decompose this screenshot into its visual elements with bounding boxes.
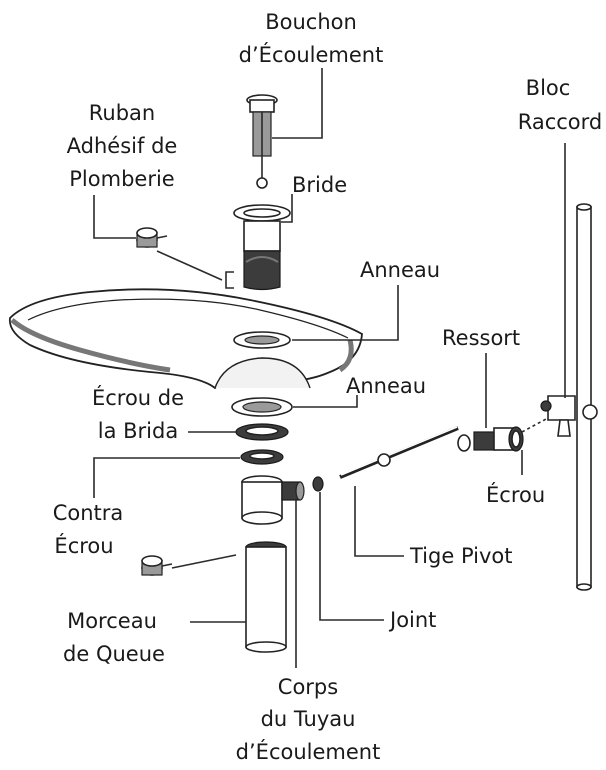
label-ruban-1: Ruban <box>89 101 155 125</box>
label-ruban-3: Plomberie <box>69 167 174 191</box>
label-bride: Bride <box>292 173 347 197</box>
plumbers-tape-roll <box>136 227 168 248</box>
label-bouchon-2: d’Écoulement <box>239 42 384 67</box>
label-ressort: Ressort <box>442 326 520 350</box>
label-joint: Joint <box>388 608 436 632</box>
leader-ruban <box>93 195 136 239</box>
leader-anneau-bottom <box>293 395 358 408</box>
label-bloc-2: Raccord <box>518 110 603 134</box>
joint-gasket <box>312 476 324 492</box>
ring-top <box>233 331 291 349</box>
leader-morceau-tape <box>171 554 237 569</box>
leader-anneau-top <box>292 285 399 341</box>
leader-bouchon <box>272 68 323 139</box>
label-morceau-1: Morceau <box>67 609 157 633</box>
label-ruban-2: Adhésif de <box>67 134 178 158</box>
label-ecrou: Écrou <box>486 482 545 507</box>
tape-bracket <box>225 271 234 289</box>
label-contra-1: Contra <box>53 501 124 525</box>
ring-bottom <box>231 397 293 417</box>
label-ecrou-bride-2: la Brida <box>98 419 178 443</box>
leader-bride <box>281 194 293 223</box>
label-corps-3: d’Écoulement <box>236 739 381 764</box>
leader-contra <box>93 457 240 498</box>
connector-block <box>521 203 598 591</box>
label-corps-1: Corps <box>278 675 338 699</box>
label-bouchon-1: Bouchon <box>265 10 357 34</box>
plumbers-tape-roll-2 <box>141 555 173 576</box>
tailpiece <box>245 541 287 653</box>
drain-pipe-body <box>241 475 305 525</box>
pivot-rod <box>339 426 459 479</box>
flange <box>233 204 291 291</box>
sink-basin <box>8 288 363 390</box>
leader-ruban-2 <box>156 250 223 281</box>
spring-assembly <box>457 426 524 452</box>
leader-tige <box>354 486 404 557</box>
label-morceau-2: de Queue <box>63 642 165 666</box>
label-tige: Tige Pivot <box>409 544 513 568</box>
drain-stopper <box>246 94 278 189</box>
label-anneau-top: Anneau <box>360 258 440 282</box>
leader-joint <box>319 492 384 621</box>
flange-nut <box>235 423 289 441</box>
label-ecrou-bride-1: Écrou de <box>92 385 184 410</box>
label-bloc-1: Bloc <box>526 76 571 100</box>
lock-nut <box>240 449 284 465</box>
label-anneau-bottom: Anneau <box>346 374 426 398</box>
label-contra-2: Écrou <box>54 533 113 558</box>
label-corps-2: du Tuyau <box>261 707 356 731</box>
